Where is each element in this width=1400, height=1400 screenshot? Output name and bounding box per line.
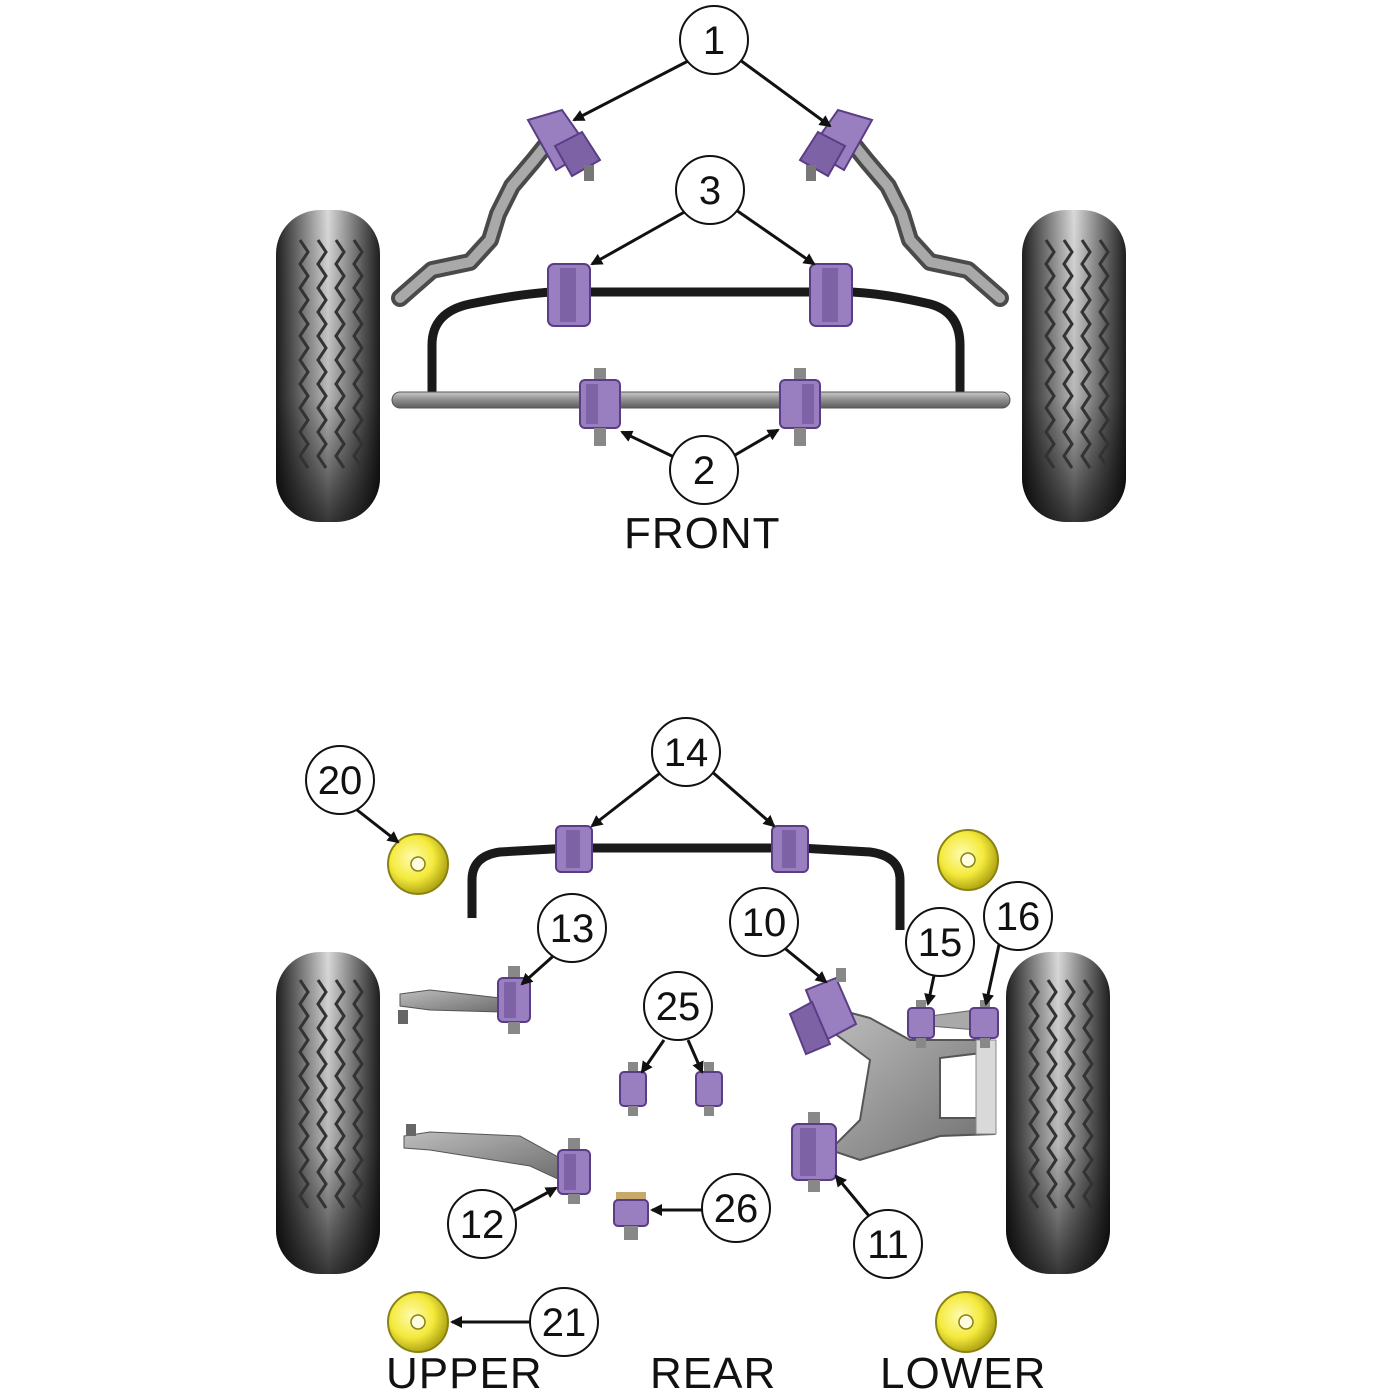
rear-lower-arm <box>403 1124 561 1181</box>
bush-upper-right-yellow <box>937 829 999 891</box>
callout-20: 20 <box>305 745 375 815</box>
bush-part-20 <box>387 833 449 895</box>
callout-10-label: 10 <box>742 901 787 945</box>
bush-part-2-left <box>579 368 621 446</box>
callout-11-label: 11 <box>867 1223 909 1267</box>
callout-26-label: 26 <box>714 1187 759 1231</box>
front-right-tyre <box>1022 210 1126 522</box>
callout-16: 16 <box>983 881 1053 951</box>
callout-2-label: 2 <box>693 449 715 493</box>
bush-part-14-right <box>771 825 809 873</box>
callout-25-label: 25 <box>656 985 701 1029</box>
bush-part-3-right <box>809 263 853 327</box>
callout-15-label: 15 <box>918 921 963 965</box>
rear-anti-roll-bar <box>467 843 905 930</box>
callout-13: 13 <box>537 893 607 963</box>
bush-part-15 <box>907 1000 935 1048</box>
front-section-label: FRONT <box>624 509 781 558</box>
callout-3-label: 3 <box>699 169 721 213</box>
lower-section-label: LOWER <box>880 1349 1047 1398</box>
callout-11: 11 <box>853 1209 923 1279</box>
callout-1: 1 <box>679 5 749 75</box>
bush-part-14-left <box>555 825 593 873</box>
callout-21: 21 <box>529 1287 599 1357</box>
callout-25: 25 <box>643 971 713 1041</box>
callout-21-label: 21 <box>542 1301 587 1345</box>
rear-section-label: REAR <box>650 1349 777 1398</box>
rear-wishbone <box>828 1008 997 1162</box>
front-anti-roll-bar <box>427 287 965 392</box>
callout-14: 14 <box>651 717 721 787</box>
front-arrows <box>572 58 832 460</box>
callout-2: 2 <box>669 435 739 505</box>
callout-1-label: 1 <box>703 19 725 63</box>
bush-part-2-right <box>779 368 821 446</box>
upper-section-label: UPPER <box>386 1349 543 1398</box>
rear-arrows <box>351 768 1002 1328</box>
front-left-tyre <box>276 210 380 522</box>
callout-16-label: 16 <box>996 895 1041 939</box>
rear-right-tyre <box>1006 952 1110 1274</box>
rear-upper-arm <box>398 989 501 1024</box>
callout-12-label: 12 <box>460 1203 505 1247</box>
bush-part-1-left <box>526 108 602 181</box>
callout-15: 15 <box>905 907 975 977</box>
bush-part-13 <box>497 966 531 1034</box>
bush-part-21 <box>387 1291 449 1353</box>
bush-part-25-left <box>619 1062 647 1116</box>
bush-part-1-right <box>798 108 874 181</box>
bush-part-11 <box>791 1112 837 1192</box>
bush-part-26 <box>613 1192 649 1240</box>
front-lower-bar <box>391 391 1011 409</box>
callout-12: 12 <box>447 1189 517 1259</box>
bush-part-25-right <box>695 1062 723 1116</box>
callout-14-label: 14 <box>664 731 709 775</box>
bush-part-12 <box>557 1138 591 1204</box>
callout-26: 26 <box>701 1173 771 1243</box>
bush-lower-right-yellow <box>935 1291 997 1353</box>
bush-part-10 <box>788 968 858 1056</box>
callout-10: 10 <box>729 887 799 957</box>
bush-part-3-left <box>547 263 591 327</box>
callout-20-label: 20 <box>318 759 363 803</box>
callout-3: 3 <box>675 155 745 225</box>
rear-left-tyre <box>276 952 380 1274</box>
callout-13-label: 13 <box>550 907 595 951</box>
